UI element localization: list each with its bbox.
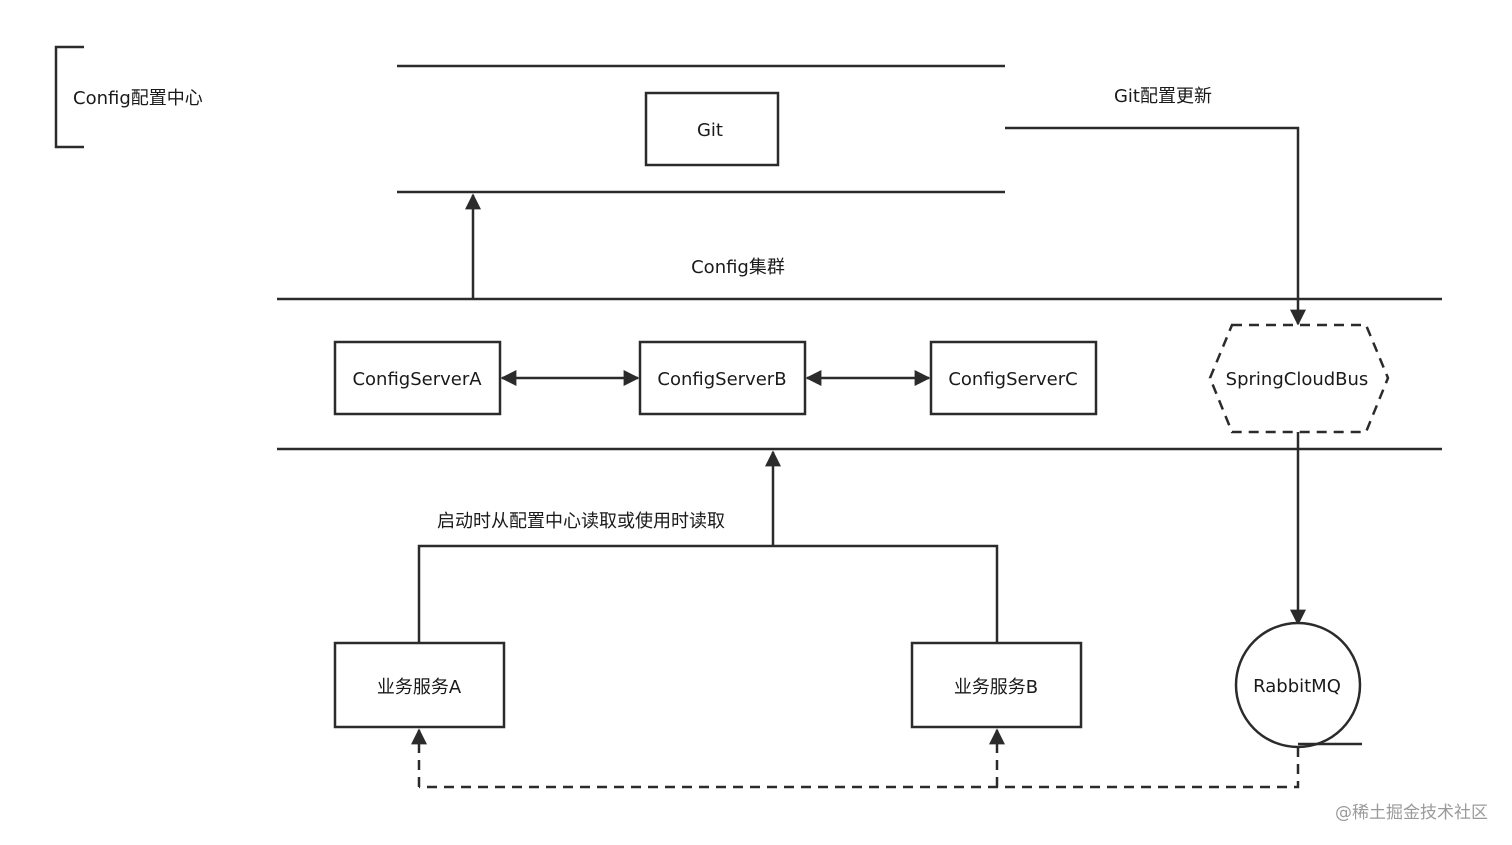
- service-b: 业务服务B: [910, 641, 1083, 729]
- config-server-a-box: [333, 340, 502, 416]
- read-label: 启动时从配置中心读取或使用时读取: [437, 511, 725, 532]
- config-server-c-box: [929, 340, 1098, 416]
- legend-bracket: [54, 45, 84, 149]
- legend-title: Config配置中心: [73, 88, 203, 109]
- legend: Config配置中心: [54, 45, 203, 149]
- service-a-label: 业务服务A: [377, 677, 462, 698]
- spring-cloud-bus: SpringCloudBus: [1208, 323, 1390, 434]
- services-read-connector: [417, 544, 999, 643]
- config-server-a: ConfigServerA: [333, 340, 502, 416]
- service-a: 业务服务A: [333, 641, 506, 729]
- watermark: @稀土掘金技术社区: [1335, 803, 1488, 823]
- config-server-a-label: ConfigServerA: [352, 369, 482, 390]
- git-box: [644, 91, 780, 167]
- service-b-label: 业务服务B: [954, 677, 1038, 698]
- rabbitmq: RabbitMQ: [1234, 621, 1362, 749]
- service-a-box: [333, 641, 506, 729]
- rabbitmq-label: RabbitMQ: [1253, 676, 1341, 697]
- git-update-arrow: [1005, 126, 1306, 326]
- spring-cloud-bus-hexagon: [1208, 323, 1390, 434]
- config-server-c-label: ConfigServerC: [948, 369, 1077, 390]
- config-server-c: ConfigServerC: [929, 340, 1098, 416]
- cluster-label: Config集群: [691, 257, 785, 278]
- spring-cloud-bus-label: SpringCloudBus: [1226, 369, 1369, 390]
- mq-notify-dashed-line: [419, 747, 1300, 789]
- config-server-b-box: [638, 340, 807, 416]
- git-store: Git: [397, 64, 1005, 194]
- git-label: Git: [697, 120, 723, 141]
- config-server-b: ConfigServerB: [638, 340, 807, 416]
- git-update-label: Git配置更新: [1114, 86, 1212, 107]
- service-b-box: [910, 641, 1083, 729]
- config-server-b-label: ConfigServerB: [657, 369, 786, 390]
